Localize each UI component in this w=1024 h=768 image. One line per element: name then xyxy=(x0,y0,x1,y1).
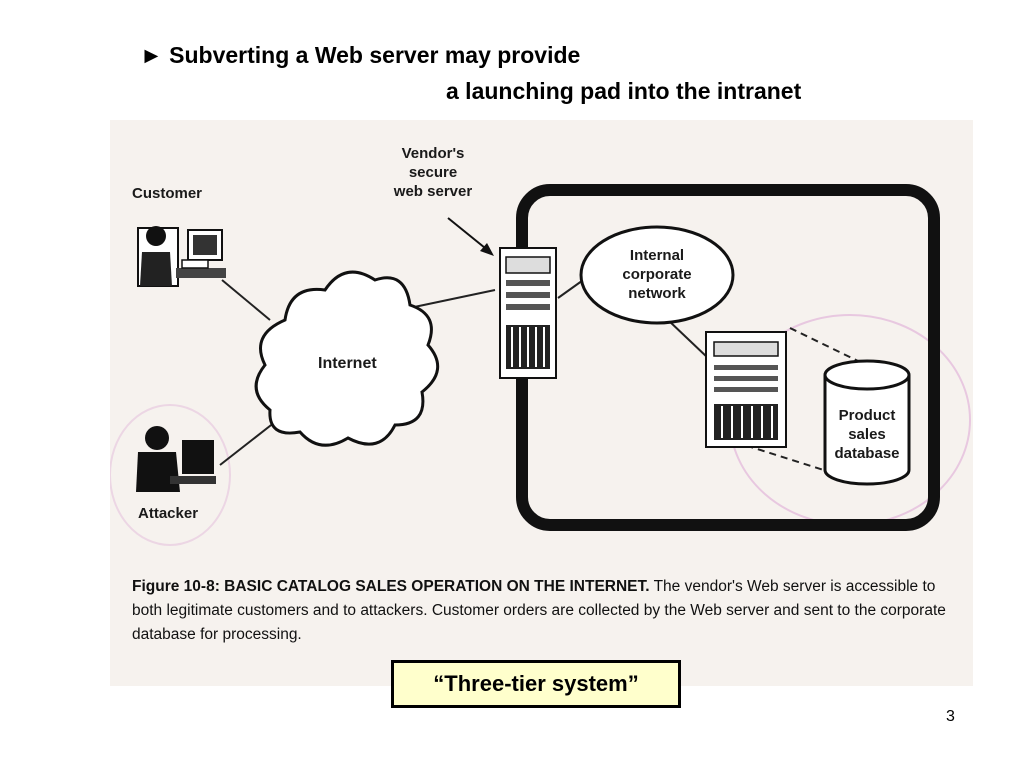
caption-text: The vendor's Web server is accessible to… xyxy=(132,578,946,643)
db-label-line3: database xyxy=(834,445,900,462)
bullet-arrow-icon: ► xyxy=(140,42,163,68)
three-tier-callout: “Three-tier system” xyxy=(391,660,681,708)
figure-caption: Figure 10-8: BASIC CATALOG SALES OPERATI… xyxy=(132,575,962,647)
internal-label-line1: Internal xyxy=(629,247,685,264)
vendor-label-line2: secure xyxy=(408,164,458,181)
diagram-drawing xyxy=(110,184,971,546)
attacker-computer-icon xyxy=(136,426,216,492)
customer-link xyxy=(221,279,271,321)
slide-title-text: Subverting a Web server may provide xyxy=(169,42,581,68)
slide-title-line1: ► Subverting a Web server may provide xyxy=(140,42,580,69)
database-server-tower-icon xyxy=(705,331,787,448)
internal-network-ellipse xyxy=(579,225,735,325)
internal-label-line3: network xyxy=(628,285,686,302)
internet-label: Internet xyxy=(318,355,377,372)
network-diagram-figure: Customer Attacker Internet Vendor's secu… xyxy=(110,120,973,686)
vendor-label-line3: web server xyxy=(393,183,473,200)
page-number: 3 xyxy=(946,708,955,725)
faint-ink-circle-2 xyxy=(110,404,231,546)
internet-cloud-icon xyxy=(254,270,439,447)
vendor-arrow-head-icon xyxy=(480,243,494,256)
vendor-label-line1: Vendor's xyxy=(401,145,465,162)
vendor-server-label: Vendor's secure web server xyxy=(378,144,488,201)
internal-label-line2: corporate xyxy=(622,266,692,283)
customer-label: Customer xyxy=(132,185,203,202)
db-label-line2: sales xyxy=(848,426,886,443)
web-server-tower-icon xyxy=(499,247,557,379)
db-link-dashed-top xyxy=(789,327,861,363)
vendor-arrow-line xyxy=(447,217,491,253)
db-label-line1: Product xyxy=(838,407,896,424)
internal-network-label: Internal corporate network xyxy=(602,246,712,303)
database-label: Product sales database xyxy=(822,406,912,463)
network-dbserver-link xyxy=(667,319,709,359)
database-cylinder-icon xyxy=(823,359,911,486)
attacker-link xyxy=(219,421,276,466)
slide-title-line2: a launching pad into the intranet xyxy=(446,78,802,104)
caption-heading: Figure 10-8: BASIC CATALOG SALES OPERATI… xyxy=(132,578,650,595)
attacker-label: Attacker xyxy=(138,505,199,522)
customer-computer-icon xyxy=(137,226,226,287)
